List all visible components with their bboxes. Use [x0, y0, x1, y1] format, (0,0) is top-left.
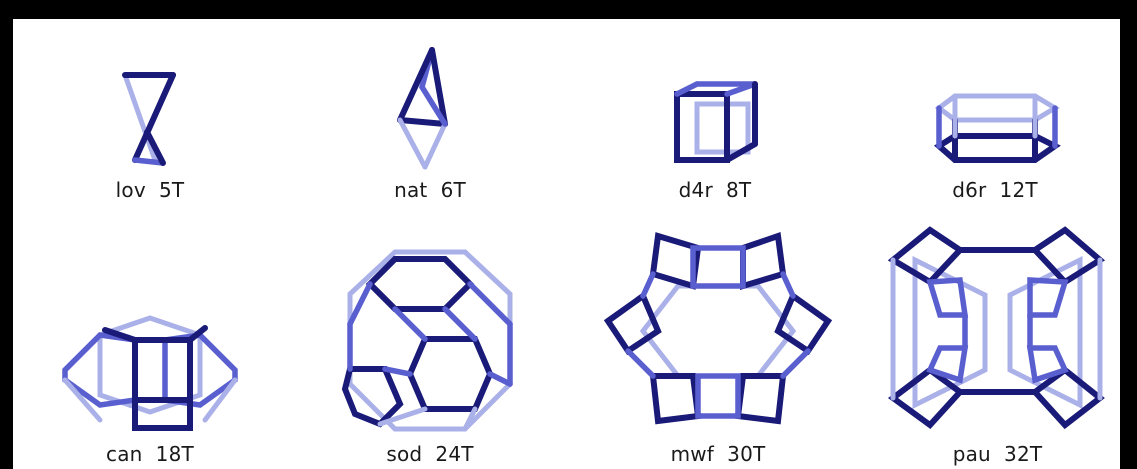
unit-label: lov 5T — [95, 178, 205, 202]
unit-label: sod 24T — [325, 442, 535, 466]
mwf-structure — [598, 226, 838, 438]
unit-d4r: d4r 8T — [655, 72, 775, 200]
unit-label: d4r 8T — [655, 178, 775, 202]
can-structure — [55, 310, 245, 438]
unit-label: mwf 30T — [598, 442, 838, 466]
d4r-structure — [655, 72, 775, 172]
unit-sod: sod 24T — [325, 244, 535, 464]
unit-pau: pau 32T — [885, 220, 1110, 464]
unit-can: can 18T — [55, 310, 245, 464]
sod-structure — [325, 244, 535, 440]
unit-lov: lov 5T — [95, 60, 205, 200]
unit-label: pau 32T — [885, 442, 1110, 466]
nat-structure — [370, 42, 490, 172]
lov-structure — [95, 60, 205, 175]
unit-d6r: d6r 12T — [925, 84, 1065, 200]
d6r-structure — [925, 84, 1065, 174]
unit-label: d6r 12T — [925, 178, 1065, 202]
unit-label: can 18T — [55, 442, 245, 466]
pau-structure — [885, 220, 1110, 438]
unit-nat: nat 6T — [370, 42, 490, 200]
unit-mwf: mwf 30T — [598, 226, 838, 464]
unit-label: nat 6T — [370, 178, 490, 202]
